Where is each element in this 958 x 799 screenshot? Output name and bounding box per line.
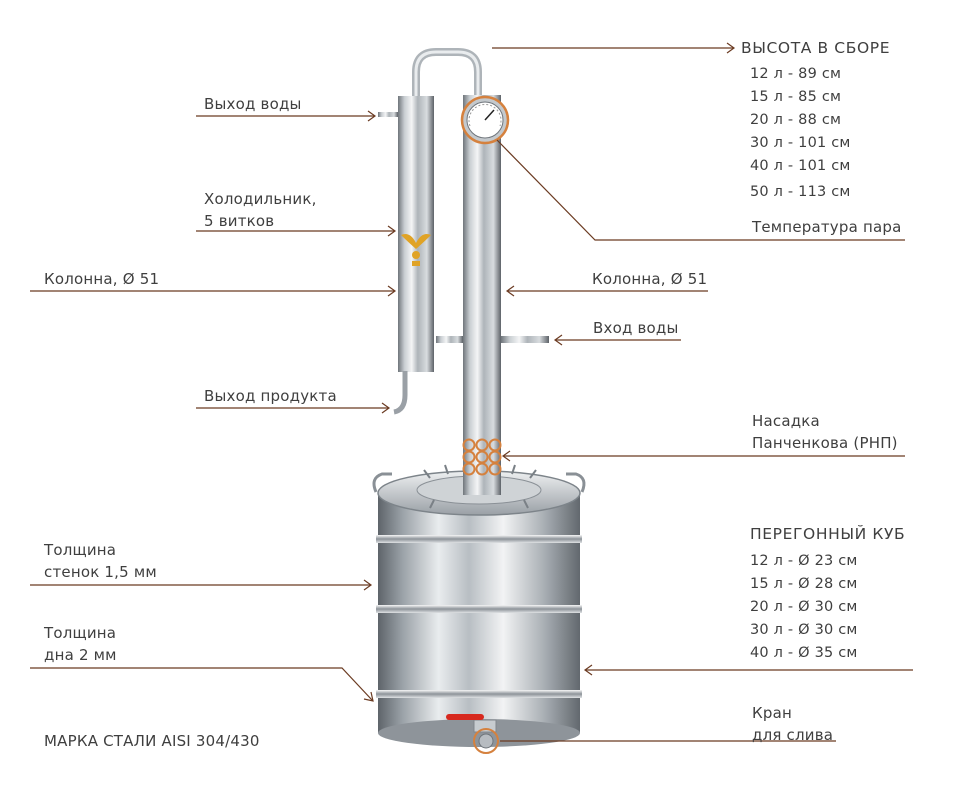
cross-pipe [436,336,463,343]
steam-temperature-label: Температура пара [752,218,902,236]
assembly-height-title: ВЫСОТА В СБОРЕ [741,39,891,57]
assembly-height-item: 50 л - 113 см [750,184,851,200]
cooler-tube [398,96,434,372]
boiler-sizes-list: 12 л - Ø 23 см 15 л - Ø 28 см 20 л - Ø 3… [750,550,858,665]
bottom-thickness-line2: дна 2 мм [44,646,117,664]
main-column [436,95,549,495]
tap-label-line1: Кран [752,704,792,722]
leader-bottom [30,667,373,701]
assembly-height-item: 20 л - 88 см [750,112,842,128]
leader-steam-temp [496,139,905,241]
packing-label-line2: Панченкова (РНП) [752,434,898,452]
assembly-height-item: 12 л - 89 см [750,66,842,82]
assembly-heights-list: 12 л - 89 см 15 л - 85 см 20 л - 88 см 3… [750,63,851,204]
wall-thickness-line2: стенок 1,5 мм [44,563,157,581]
product-outlet-label: Выход продукта [204,387,337,405]
boiler-size-item: 15 л - Ø 28 см [750,576,858,592]
wall-thickness-line1: Толщина [44,541,117,559]
lid-clamps [423,464,537,509]
assembly-height-item: 30 л - 101 см [750,135,851,151]
thermometer [460,95,510,145]
boiler-size-item: 20 л - Ø 30 см [750,599,858,615]
column-tube [463,95,501,495]
packing-rings [462,438,502,476]
boiler-size-item: 40 л - Ø 35 см [750,645,858,661]
leader-lines [30,47,913,742]
inlet-pipe [501,336,549,343]
column-right-label: Колонна, Ø 51 [592,270,708,288]
handle-right [566,472,586,493]
water-inlet-label: Вход воды [593,319,679,337]
handle-left [372,472,392,493]
cooler-label-line2: 5 витков [204,212,275,230]
assembly-height-item: 40 л - 101 см [750,158,851,174]
product-outlet-pipe [393,371,408,415]
drain-tap [446,714,499,754]
boiler-bottom [378,719,580,747]
tap-label-line2: для слива [752,726,834,744]
boiler-band [376,690,582,698]
bottom-thickness-line1: Толщина [44,624,117,642]
boiler-band [376,535,582,543]
column-left-label: Колонна, Ø 51 [44,270,160,288]
steel-grade-label: МАРКА СТАЛИ AISI 304/430 [44,732,260,750]
packing-label-line1: Насадка [752,412,820,430]
cooler-label-line1: Холодильник, [204,190,317,208]
boiler-size-item: 30 л - Ø 30 см [750,622,858,638]
water-outlet-pipe [378,112,398,117]
assembly-height-item: 15 л - 85 см [750,89,842,105]
steam-bend-highlight [414,50,480,97]
arrow-heads [363,42,736,702]
boiler-band [376,605,582,613]
boiler-size-item: 12 л - Ø 23 см [750,553,858,569]
boiler [372,464,586,754]
brand-logo [401,234,431,266]
cooler [378,96,434,415]
water-outlet-label: Выход воды [204,95,302,113]
steam-bend [412,48,482,97]
boiler-title: ПЕРЕГОННЫЙ КУБ [750,525,906,543]
